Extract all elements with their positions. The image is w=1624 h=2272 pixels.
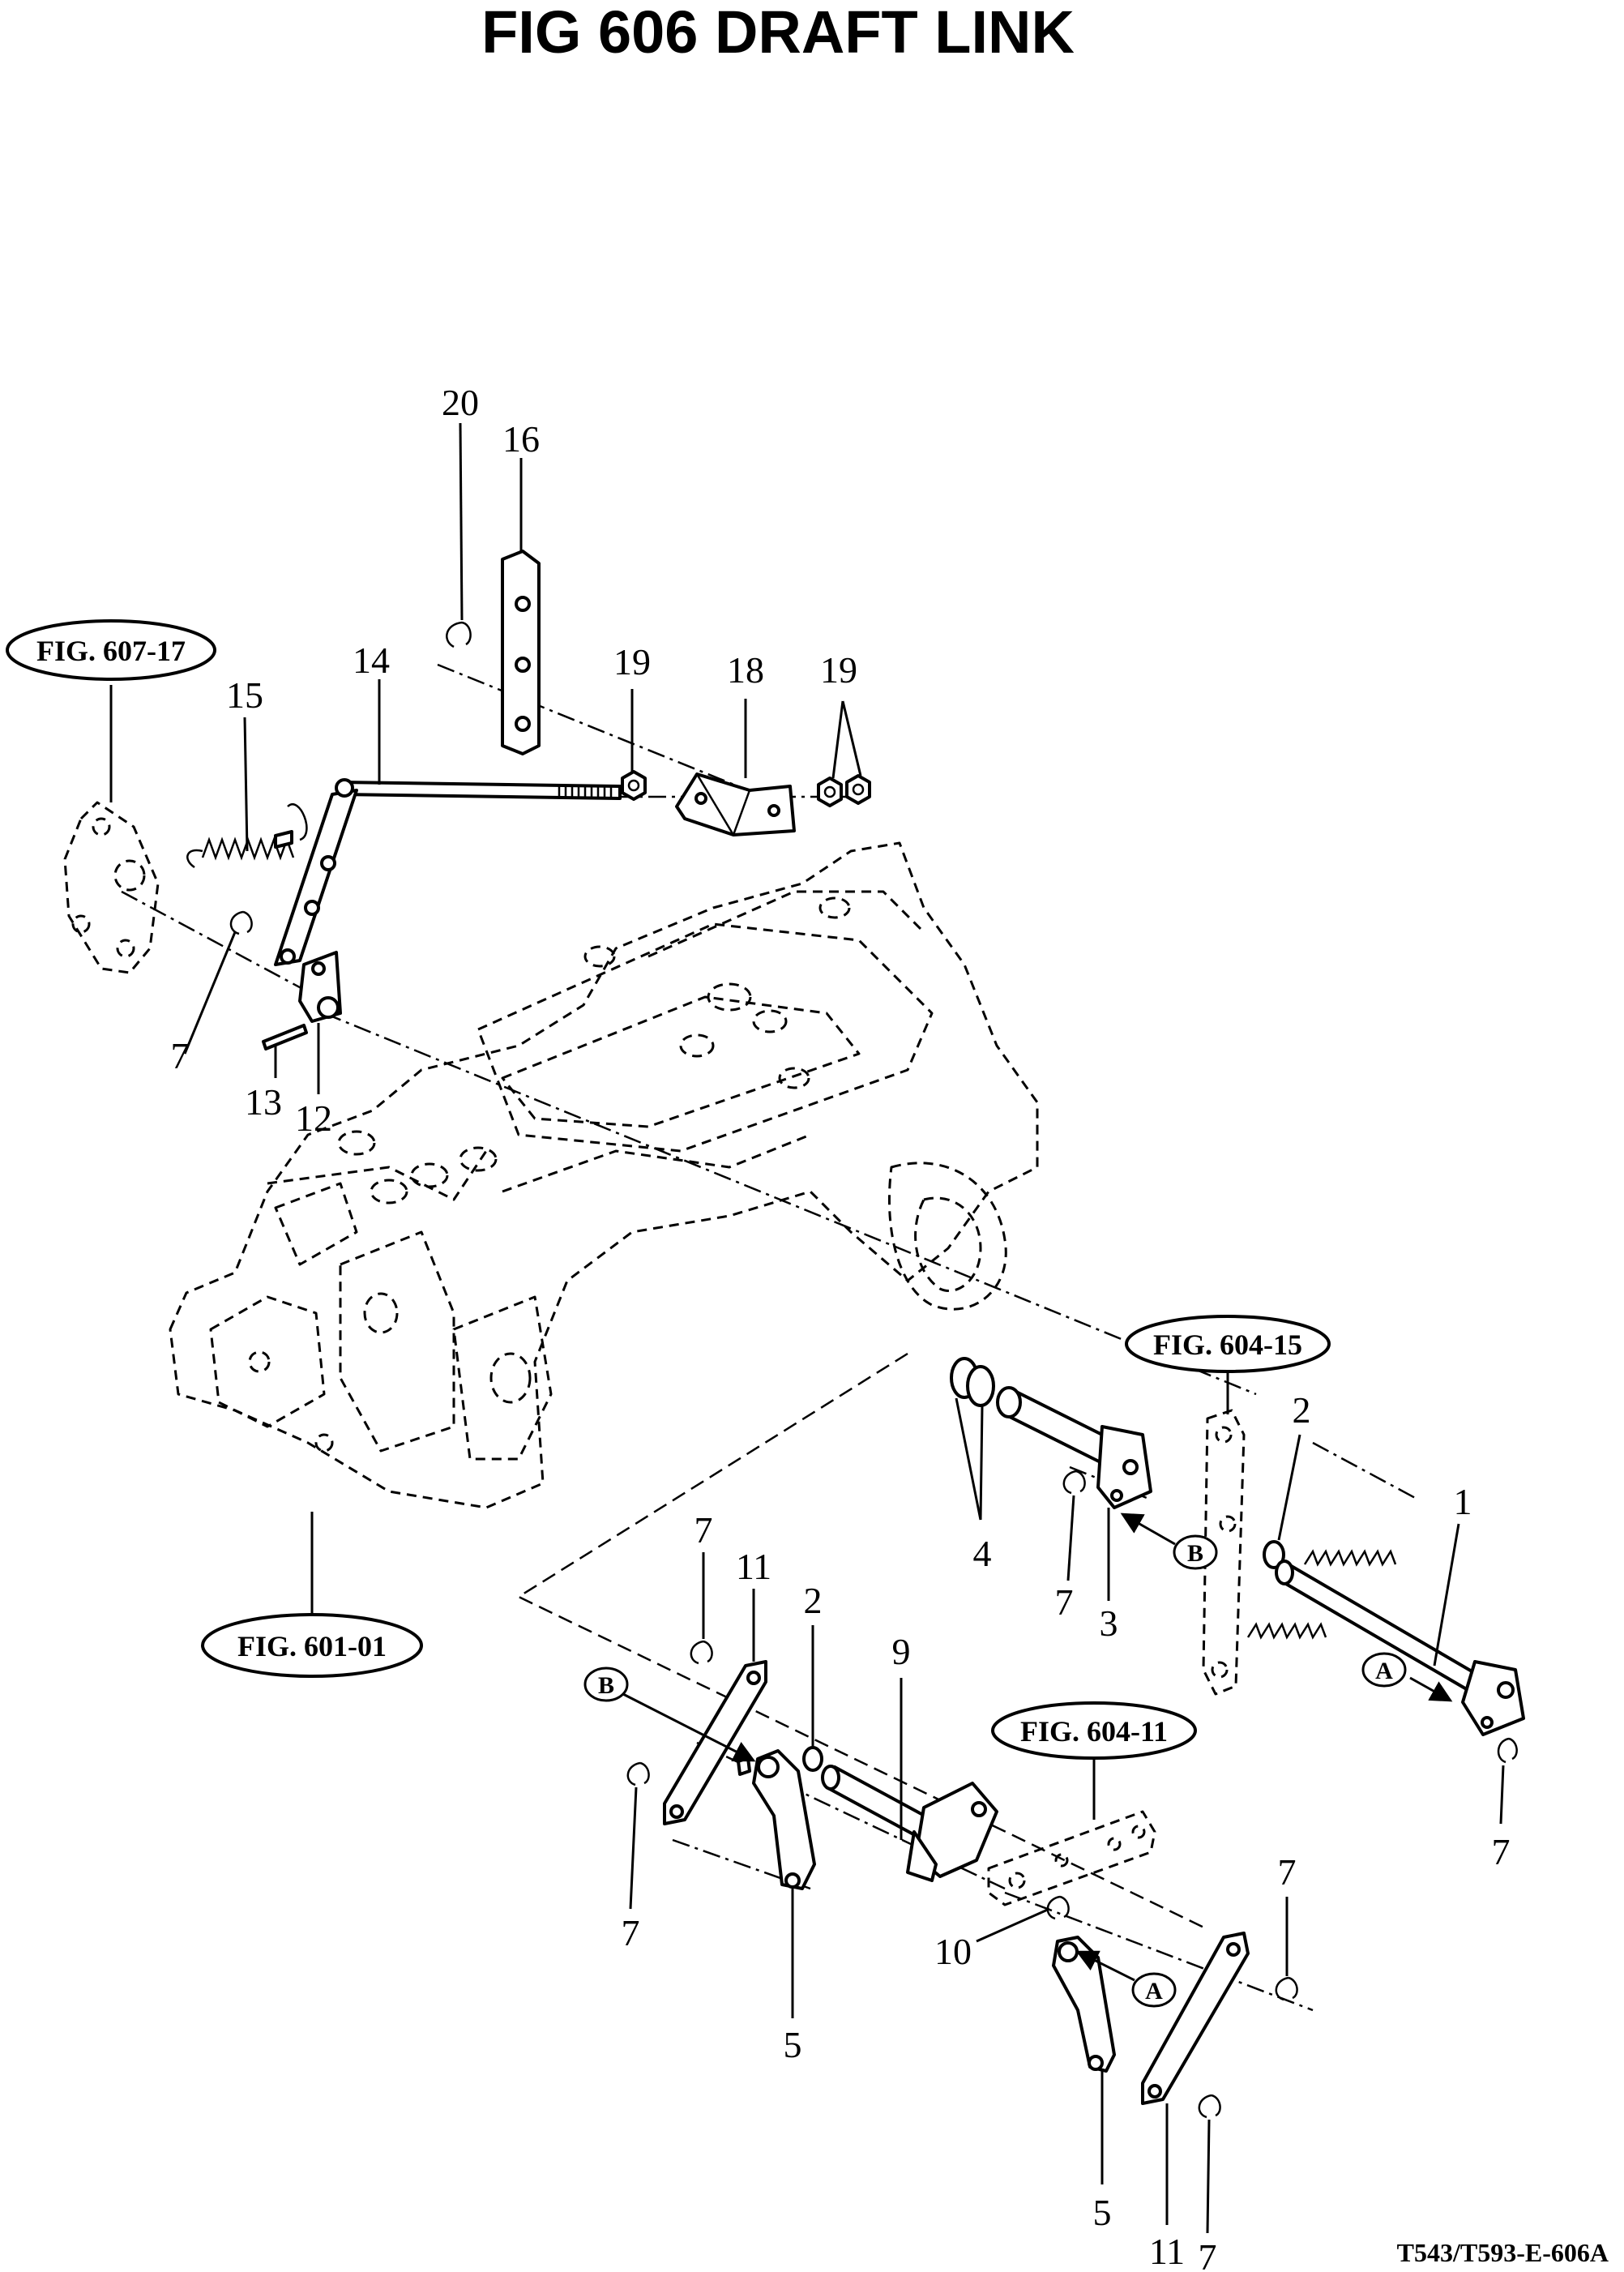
callout-2: 2: [804, 1580, 823, 1621]
svg-text:FIG. 604-11: FIG. 604-11: [1020, 1715, 1168, 1748]
callout-2: 2: [1293, 1389, 1311, 1431]
callout-5: 5: [784, 2024, 802, 2065]
marker-a: A: [1361, 1652, 1407, 1688]
snap-ring: [1198, 2094, 1221, 2119]
main-shaft: [1246, 1549, 1525, 1736]
callout-7: 7: [1492, 1831, 1511, 1872]
snap-ring: [229, 910, 253, 935]
snap-ring: [1062, 1470, 1086, 1495]
figure-ref-607-17: FIG. 607-17: [6, 619, 216, 681]
callout-3: 3: [1100, 1602, 1118, 1644]
callout-18: 18: [727, 649, 764, 691]
callout-7: 7: [1278, 1851, 1297, 1893]
lever-arm: [1052, 1936, 1116, 2073]
shaft-lever: [996, 1386, 1152, 1509]
marker-a: A: [1131, 1972, 1177, 2008]
callout-7: 7: [694, 1509, 713, 1551]
svg-text:A: A: [1375, 1658, 1393, 1684]
callout-16: 16: [502, 418, 540, 460]
o-ring: [950, 1357, 995, 1407]
leader-lines: [109, 422, 1505, 2234]
hex-nut: [621, 770, 647, 801]
callout-9: 9: [892, 1631, 911, 1672]
callout-11: 11: [736, 1546, 771, 1587]
callout-19: 19: [613, 641, 651, 682]
svg-text:B: B: [1187, 1540, 1203, 1567]
svg-text:FIG. 607-17: FIG. 607-17: [36, 635, 186, 667]
callout-20: 20: [442, 382, 479, 423]
link-plate: [501, 550, 541, 755]
callout-15: 15: [226, 674, 263, 716]
snap-ring: [1275, 1976, 1298, 2001]
svg-text:FIG. 601-01: FIG. 601-01: [237, 1630, 387, 1662]
callout-4: 4: [973, 1533, 992, 1574]
svg-text:B: B: [598, 1672, 614, 1699]
callout-11: 11: [1149, 2231, 1185, 2272]
drawing-code: T543/T593-E-606A: [1397, 2238, 1609, 2267]
figure-ref-604-15: FIG. 604-15: [1125, 1315, 1331, 1373]
svg-text:FIG. 604-15: FIG. 604-15: [1153, 1329, 1302, 1361]
callout-12: 12: [295, 1097, 332, 1139]
marker-b: B: [1173, 1534, 1218, 1570]
small-bracket: [262, 951, 342, 1050]
snap-ring: [446, 621, 472, 648]
callout-10: 10: [934, 1931, 972, 1972]
marker-b: B: [583, 1667, 629, 1702]
link-plate-lower: [663, 1660, 767, 1825]
plate-ref: [987, 1810, 1156, 1906]
transmission-housing: [169, 841, 1039, 1509]
svg-text:A: A: [1145, 1978, 1163, 2005]
figure-ref-604-11: FIG. 604-11: [991, 1701, 1197, 1760]
gasket-ref: [63, 801, 160, 974]
callout-7: 7: [622, 1912, 640, 1953]
page-title: FIG 606 DRAFT LINK: [481, 0, 1075, 66]
lever-shaft: [821, 1765, 998, 1882]
washer: [802, 1746, 823, 1772]
lever-ref: [1202, 1409, 1246, 1696]
snap-ring: [1046, 1895, 1070, 1920]
callout-19: 19: [820, 649, 857, 691]
callout-7: 7: [1055, 1581, 1074, 1623]
link-plate-lower: [1141, 1932, 1250, 2105]
snap-ring: [1497, 1737, 1518, 1764]
callout-14: 14: [353, 640, 390, 681]
callout-7: 7: [171, 1035, 190, 1076]
marker-arrow: [619, 1513, 1453, 1982]
callout-7: 7: [1199, 2236, 1217, 2272]
callout-1: 1: [1454, 1481, 1472, 1522]
snap-ring: [626, 1761, 650, 1786]
lever-arm: [737, 1749, 816, 1890]
callout-5: 5: [1093, 2192, 1112, 2233]
washer: [1263, 1540, 1285, 1569]
draft-link-rod: [274, 778, 622, 966]
callout-13: 13: [245, 1081, 282, 1123]
snap-ring: [690, 1640, 713, 1665]
angle-bracket: [675, 772, 796, 836]
hex-nut: [817, 774, 871, 807]
figure-ref-601-01: FIG. 601-01: [201, 1613, 423, 1678]
